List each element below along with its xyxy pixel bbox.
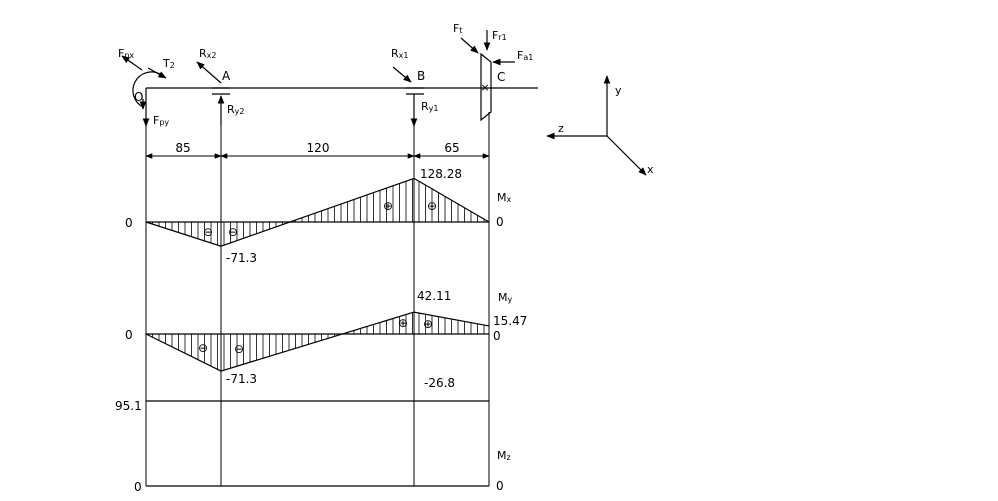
point-o-label: O: [134, 90, 143, 104]
z-axis-label: z: [558, 122, 564, 135]
t2-arrow: [147, 67, 167, 79]
gear-center-mark: ×: [480, 81, 489, 94]
dimension-ab: 120: [307, 141, 330, 155]
my-curve: [145, 311, 490, 372]
coordinate-axes: y z x: [546, 75, 654, 176]
t2-label: T2: [162, 57, 175, 70]
x-axis-arrow: [606, 135, 647, 176]
projection-lines: [145, 94, 490, 486]
my-zero-left: 0: [125, 328, 133, 342]
my-neg-sign-1: ⊖: [198, 341, 208, 355]
fpy-label: Fpy: [153, 114, 169, 127]
point-a-label: A: [222, 69, 231, 83]
mx-diagram: 0 0 Mx -71.3 128.28 ⊖ ⊖ ⊕ ⊕: [125, 167, 512, 265]
mz-zero-left: 0: [134, 480, 142, 494]
my-axis-label: My: [498, 291, 513, 304]
dimension-line: 85 120 65: [145, 141, 490, 159]
point-c-label: C: [497, 70, 505, 84]
y-axis-label: y: [615, 84, 622, 97]
mz-level-label: 95.1: [115, 399, 142, 413]
mz-zero-right: 0: [496, 479, 504, 493]
mz-axis-label: Mz: [497, 449, 511, 462]
point-b-label: B: [417, 69, 425, 83]
mx-axis-label: Mx: [497, 191, 512, 204]
fr1-label: Fr1: [492, 29, 507, 42]
rx1-label: Rx1: [391, 47, 408, 60]
gear-c: [480, 52, 492, 122]
mx-neg-sign-1: ⊖: [203, 225, 213, 239]
my-zero-right: 0: [493, 329, 501, 343]
mx-zero-left: 0: [125, 216, 133, 230]
ry2-label: Ry2: [227, 103, 244, 116]
my-pos-sign-1: ⊕: [398, 316, 408, 330]
my-pos-sign-2: ⊕: [423, 317, 433, 331]
shaft-sketch: × O A B C Fpx Fpy T2 Rx2 Ry2 Rx1 Ry1 Ft …: [118, 22, 538, 127]
fa1-label: Fa1: [517, 49, 533, 62]
mx-pos-sign-2: ⊕: [427, 199, 437, 213]
my-extra-label: -26.8: [424, 376, 455, 390]
my-hatching: [152, 312, 485, 371]
fpx-label: Fpx: [118, 47, 134, 60]
my-diagram: 0 0 My -71.3 42.11 15.47 -26.8 ⊖ ⊖ ⊕ ⊕: [125, 289, 527, 390]
mx-hatching: [152, 178, 485, 246]
ry1-label: Ry1: [421, 100, 438, 113]
mx-min-label: -71.3: [226, 251, 257, 265]
rx2-arrow: [196, 61, 222, 84]
rx1-arrow: [392, 66, 412, 83]
my-min-label: -71.3: [226, 372, 257, 386]
ft-arrow: [460, 37, 479, 54]
mx-curve: [145, 177, 490, 247]
my-neg-sign-2: ⊖: [234, 342, 244, 356]
mx-max-label: 128.28: [420, 167, 462, 181]
moment-arc-o: [132, 71, 161, 108]
mz-diagram: 95.1 0 0 Mz: [115, 399, 511, 494]
dimension-bc: 65: [444, 141, 459, 155]
mx-zero-right: 0: [496, 215, 504, 229]
mx-pos-sign-1: ⊕: [383, 199, 393, 213]
dimension-oa: 85: [175, 141, 190, 155]
ft-label: Ft: [453, 22, 462, 35]
x-axis-label: x: [647, 163, 654, 176]
mx-neg-sign-2: ⊖: [228, 225, 238, 239]
rx2-label: Rx2: [199, 47, 216, 60]
fpx-arrow: [121, 55, 143, 71]
my-end-label: 15.47: [493, 314, 527, 328]
my-max-label: 42.11: [417, 289, 451, 303]
